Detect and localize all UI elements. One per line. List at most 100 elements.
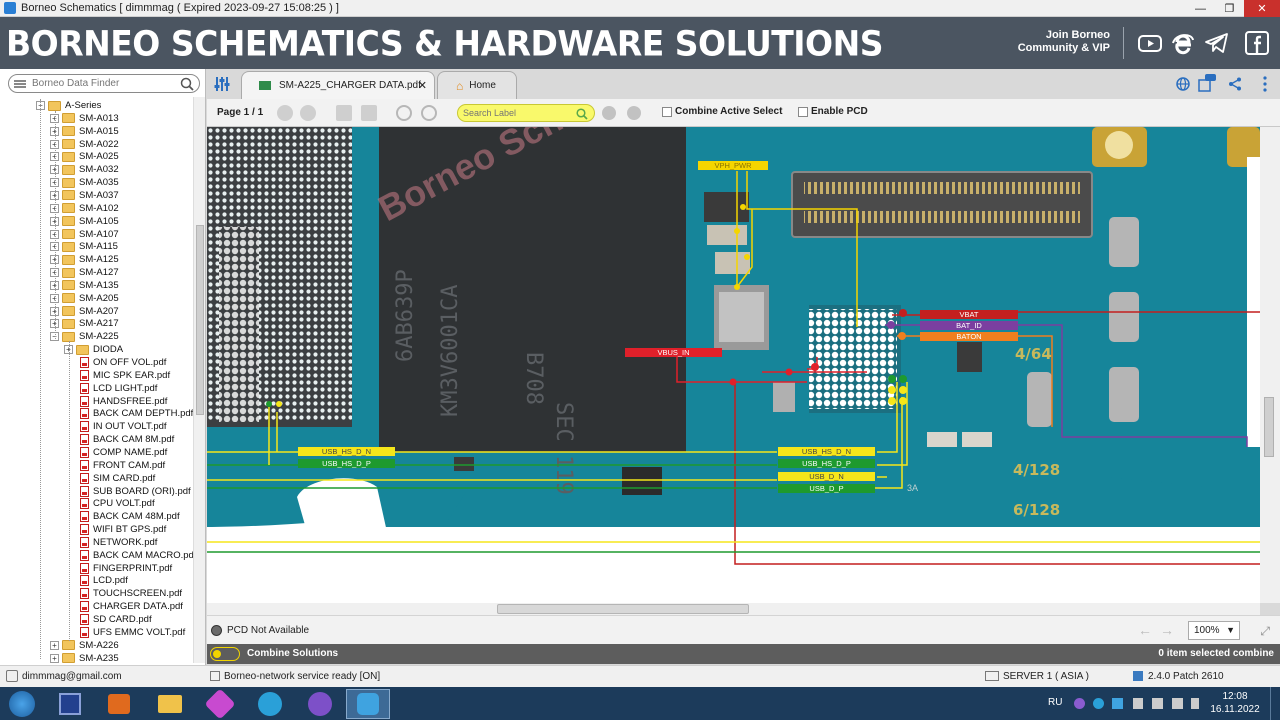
tree-item-folder[interactable]: +SM-A115 <box>50 240 118 253</box>
tree-item-folder[interactable]: +SM-A032 <box>50 163 119 176</box>
search-icon[interactable] <box>180 77 194 91</box>
expand-toggle-icon[interactable]: + <box>50 640 59 650</box>
tree-item-pdf[interactable]: BACK CAM DEPTH.pdf <box>80 407 193 420</box>
taskbar-app-borneo[interactable] <box>346 689 390 719</box>
tree-item-pdf[interactable]: IN OUT VOLT.pdf <box>80 420 167 433</box>
share-icon[interactable] <box>1228 77 1242 91</box>
taskbar-app-telegram[interactable] <box>248 689 292 719</box>
browser-icon[interactable] <box>1170 31 1196 55</box>
expand-toggle-icon[interactable]: + <box>50 203 59 213</box>
arrow-left-icon[interactable]: ← <box>1138 622 1152 638</box>
globe-icon[interactable] <box>1176 77 1190 91</box>
tab-close-button[interactable]: ✕ <box>417 80 427 92</box>
tree-item-pdf[interactable]: SUB BOARD (ORI).pdf <box>80 485 191 498</box>
tray-viber-icon[interactable] <box>1074 698 1085 709</box>
expand-toggle-icon[interactable]: + <box>50 293 59 303</box>
expand-toggle-icon[interactable]: + <box>50 139 59 149</box>
net-label-baton[interactable]: BATON <box>920 332 1018 341</box>
expand-toggle-icon[interactable]: − <box>50 332 59 342</box>
board-vscroll-thumb[interactable] <box>1264 397 1274 457</box>
tree-scroll-thumb[interactable] <box>196 225 204 415</box>
net-label-vbus-in[interactable]: VBUS_IN <box>625 348 722 357</box>
net-label-usb-hs-d-n-left[interactable]: USB_HS_D_N <box>298 447 395 456</box>
expand-toggle-icon[interactable]: + <box>50 178 59 188</box>
expand-toggle-icon[interactable]: + <box>50 653 59 663</box>
tree-item-pdf[interactable]: CHARGER DATA.pdf <box>80 600 183 613</box>
maximize-button[interactable]: ❐ <box>1224 3 1235 15</box>
tree-item-folder[interactable]: +SM-A125 <box>50 253 119 266</box>
tree-item-pdf[interactable]: CPU VOLT.pdf <box>80 497 155 510</box>
taskbar-app-explorer[interactable] <box>148 689 192 719</box>
tree-item-folder[interactable]: +SM-A025 <box>50 150 119 163</box>
net-label-usb-d-n[interactable]: USB_D_N <box>778 472 875 481</box>
tree-item-pdf[interactable]: FINGERPRINT.pdf <box>80 562 172 575</box>
tree-item-folder[interactable]: +SM-A035 <box>50 176 119 189</box>
expand-toggle-icon[interactable]: + <box>50 190 59 200</box>
expand-toggle-icon[interactable]: + <box>50 319 59 329</box>
join-community-link[interactable]: Join Borneo Community & VIP <box>1018 29 1110 55</box>
zoom-in-icon[interactable] <box>421 105 437 121</box>
net-label-usb-d-p[interactable]: USB_D_P <box>778 484 875 493</box>
tree-item-folder[interactable]: +SM-A013 <box>50 112 119 125</box>
flag-icon[interactable] <box>1133 698 1143 709</box>
tree-item-folder[interactable]: +SM-A015 <box>50 125 119 138</box>
expand-toggle-icon[interactable]: + <box>50 126 59 136</box>
tree-item-folder[interactable]: +SM-A037 <box>50 189 119 202</box>
telegram-icon[interactable] <box>1204 31 1230 55</box>
tree-item-pdf[interactable]: NETWORK.pdf <box>80 536 157 549</box>
close-button[interactable]: ✕ <box>1244 0 1280 17</box>
tree-item-pdf[interactable]: HANDSFREE.pdf <box>80 395 167 408</box>
prev-result-icon[interactable] <box>602 106 616 120</box>
tree-scrollbar[interactable] <box>193 97 205 663</box>
tree-item-pdf[interactable]: LCD.pdf <box>80 574 128 587</box>
tree-item-pdf[interactable]: BACK CAM 48M.pdf <box>80 510 180 523</box>
taskbar-app-media[interactable] <box>97 689 141 719</box>
tree-item-pdf[interactable]: FRONT CAM.pdf <box>80 459 165 472</box>
menu-icon[interactable] <box>14 79 26 88</box>
tree-item-folder[interactable]: +SM-A226 <box>50 639 119 652</box>
zoom-select[interactable]: 100% ▼ <box>1188 621 1240 640</box>
tree-item-pdf[interactable]: TOUCHSCREEN.pdf <box>80 587 182 600</box>
net-label-usb-hs-d-p-left[interactable]: USB_HS_D_P <box>298 459 395 468</box>
expand-toggle-icon[interactable]: + <box>50 242 59 252</box>
prev-page-icon[interactable] <box>277 105 293 121</box>
taskbar-app-save[interactable] <box>48 689 92 719</box>
expand-toggle-icon[interactable]: + <box>50 165 59 175</box>
next-page-icon[interactable] <box>300 105 316 121</box>
tray-borneo-icon[interactable] <box>1112 698 1123 709</box>
next-result-icon[interactable] <box>627 106 641 120</box>
arrow-right-icon[interactable]: → <box>1160 622 1174 638</box>
tree-item-folder[interactable]: +SM-A107 <box>50 228 119 241</box>
tree-item-pdf[interactable]: UFS EMMC VOLT.pdf <box>80 626 185 639</box>
language-indicator[interactable]: RU <box>1048 697 1063 708</box>
network-tray-icon[interactable] <box>1152 698 1163 709</box>
tree-item-pdf[interactable]: COMP NAME.pdf <box>80 446 167 459</box>
tree-item-folder[interactable]: −SM-A225 <box>50 330 119 343</box>
tree-item-pdf[interactable]: BACK CAM MACRO.pdf <box>80 549 193 562</box>
tree-item-pdf[interactable]: LCD LIGHT.pdf <box>80 382 157 395</box>
pan-icon[interactable] <box>361 105 377 121</box>
search-label-input[interactable] <box>463 108 573 118</box>
tree-item-folder[interactable]: +SM-A207 <box>50 305 119 318</box>
data-finder-input[interactable] <box>32 78 180 89</box>
tree-item-folder[interactable]: +SM-A235 <box>50 652 119 663</box>
show-desktop-button[interactable] <box>1270 687 1280 720</box>
board-vertical-scrollbar[interactable] <box>1260 127 1280 603</box>
tree-item-folder[interactable]: +SM-A127 <box>50 266 119 279</box>
net-label-vph-pwr[interactable]: VPH_PWR <box>698 161 768 170</box>
tree-item-pdf[interactable]: ON OFF VOL.pdf <box>80 356 166 369</box>
tab-home[interactable]: ⌂ Home <box>437 71 517 99</box>
tree-item-pdf[interactable]: WIFI BT GPS.pdf <box>80 523 166 536</box>
tree-item-folder[interactable]: +SM-A217 <box>50 317 119 330</box>
facebook-icon[interactable] <box>1244 31 1270 55</box>
tree-item-pdf[interactable]: SD CARD.pdf <box>80 613 152 626</box>
net-label-vbat[interactable]: VBAT <box>920 310 1018 319</box>
enable-pcd-checkbox[interactable] <box>798 107 808 117</box>
start-button[interactable] <box>0 689 44 719</box>
tree-item-folder[interactable]: −A-Series <box>36 99 101 112</box>
expand-toggle-icon[interactable]: + <box>50 268 59 278</box>
pcd-icon[interactable] <box>1197 73 1217 93</box>
board-horizontal-scrollbar[interactable] <box>207 603 1260 615</box>
expand-icon[interactable]: ⤢ <box>1260 624 1270 638</box>
zoom-out-icon[interactable] <box>396 105 412 121</box>
